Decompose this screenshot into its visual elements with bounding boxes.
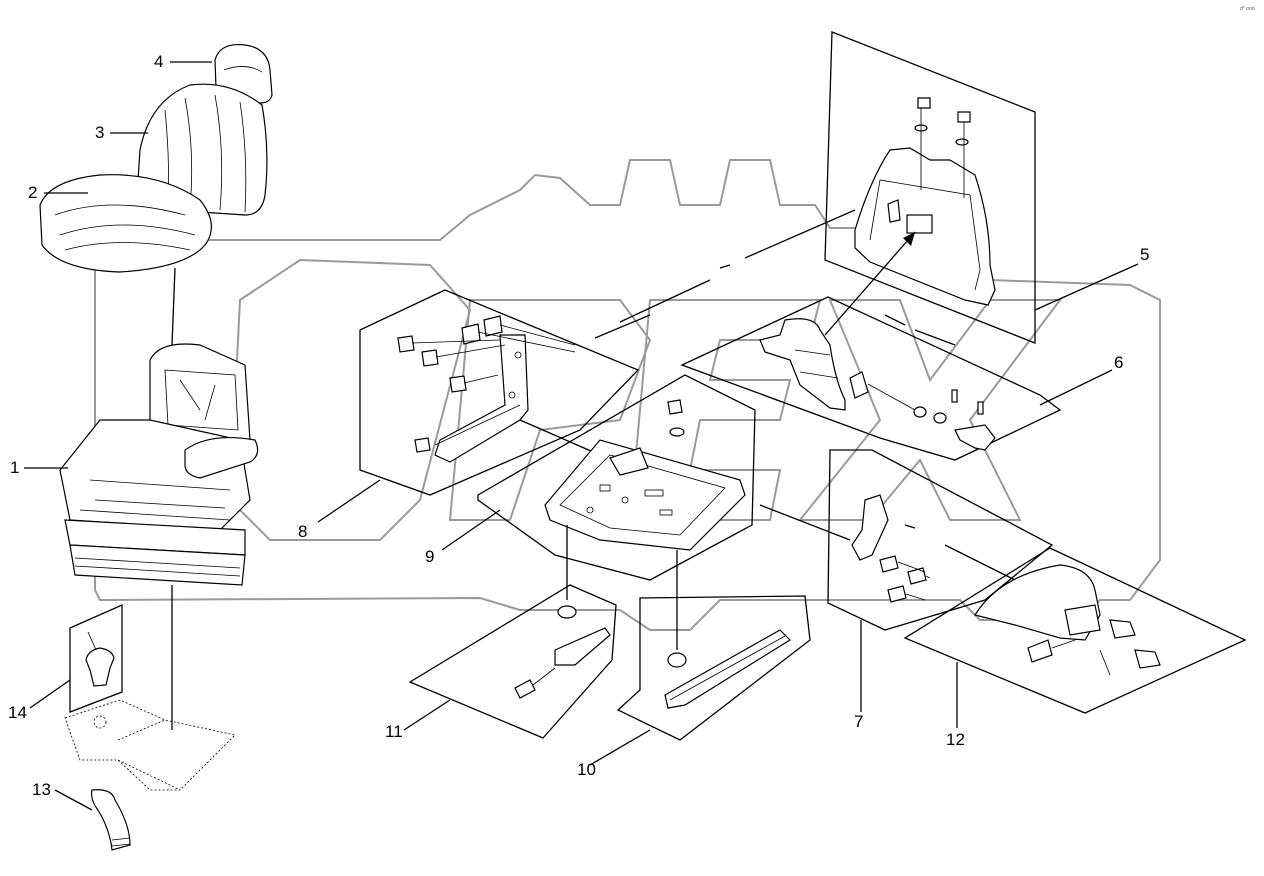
callout-7: 7 — [854, 712, 863, 731]
panel-11 — [408, 584, 617, 739]
centre-lines — [519, 209, 1016, 581]
callout-13: 13 — [32, 780, 51, 799]
panel-9 — [477, 374, 756, 581]
panel-6 — [680, 296, 1062, 461]
callout-5: 5 — [1140, 245, 1149, 264]
callout-9: 9 — [425, 547, 434, 566]
callout-2: 2 — [28, 183, 37, 202]
hose-part — [91, 789, 131, 851]
callout-14: 14 — [8, 703, 27, 722]
panel-10 — [616, 595, 811, 741]
callout-8: 8 — [298, 522, 307, 541]
panel-14 — [69, 604, 123, 713]
callout-3: 3 — [95, 123, 104, 142]
seat-cushion-part — [39, 174, 212, 273]
callout-4: 4 — [154, 52, 163, 71]
callout-10: 10 — [577, 760, 596, 779]
callout-12: 12 — [946, 730, 965, 749]
panel-5 — [824, 31, 1036, 344]
leader-cushion-to-base — [171, 267, 176, 346]
callout-11: 11 — [385, 722, 403, 741]
callout-1: 1 — [10, 458, 19, 477]
callout-6: 6 — [1114, 353, 1123, 372]
seat-base-assembly — [59, 343, 259, 586]
opex-watermark — [94, 159, 1161, 631]
panel-12 — [903, 547, 1247, 714]
corner-mark: d° ooo — [1240, 6, 1255, 12]
floor-plate-part — [64, 699, 236, 791]
arrow-6-to-5 — [824, 231, 916, 336]
panel-7 — [827, 449, 1054, 631]
leader-lines — [24, 61, 1139, 811]
panel-8 — [359, 289, 640, 496]
